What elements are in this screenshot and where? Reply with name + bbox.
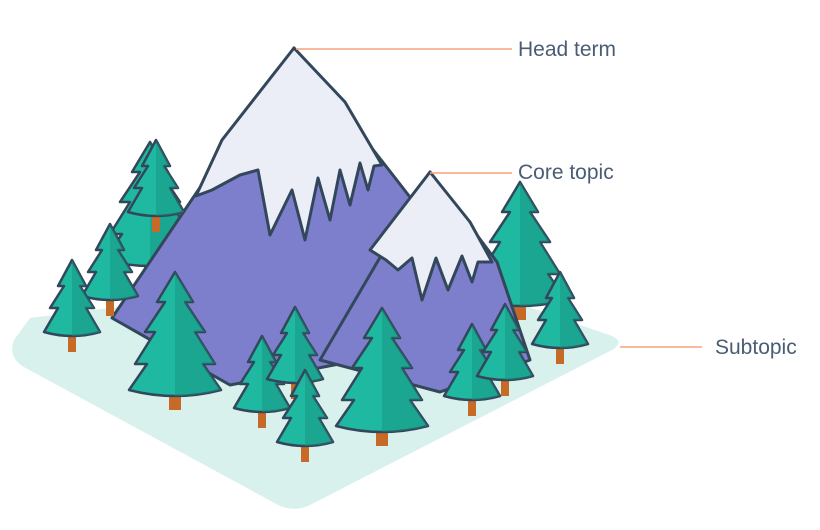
head-term-label: Head term — [518, 38, 617, 61]
core-topic-label: Core topic — [518, 161, 614, 184]
subtopic-label: Subtopic — [715, 336, 797, 359]
